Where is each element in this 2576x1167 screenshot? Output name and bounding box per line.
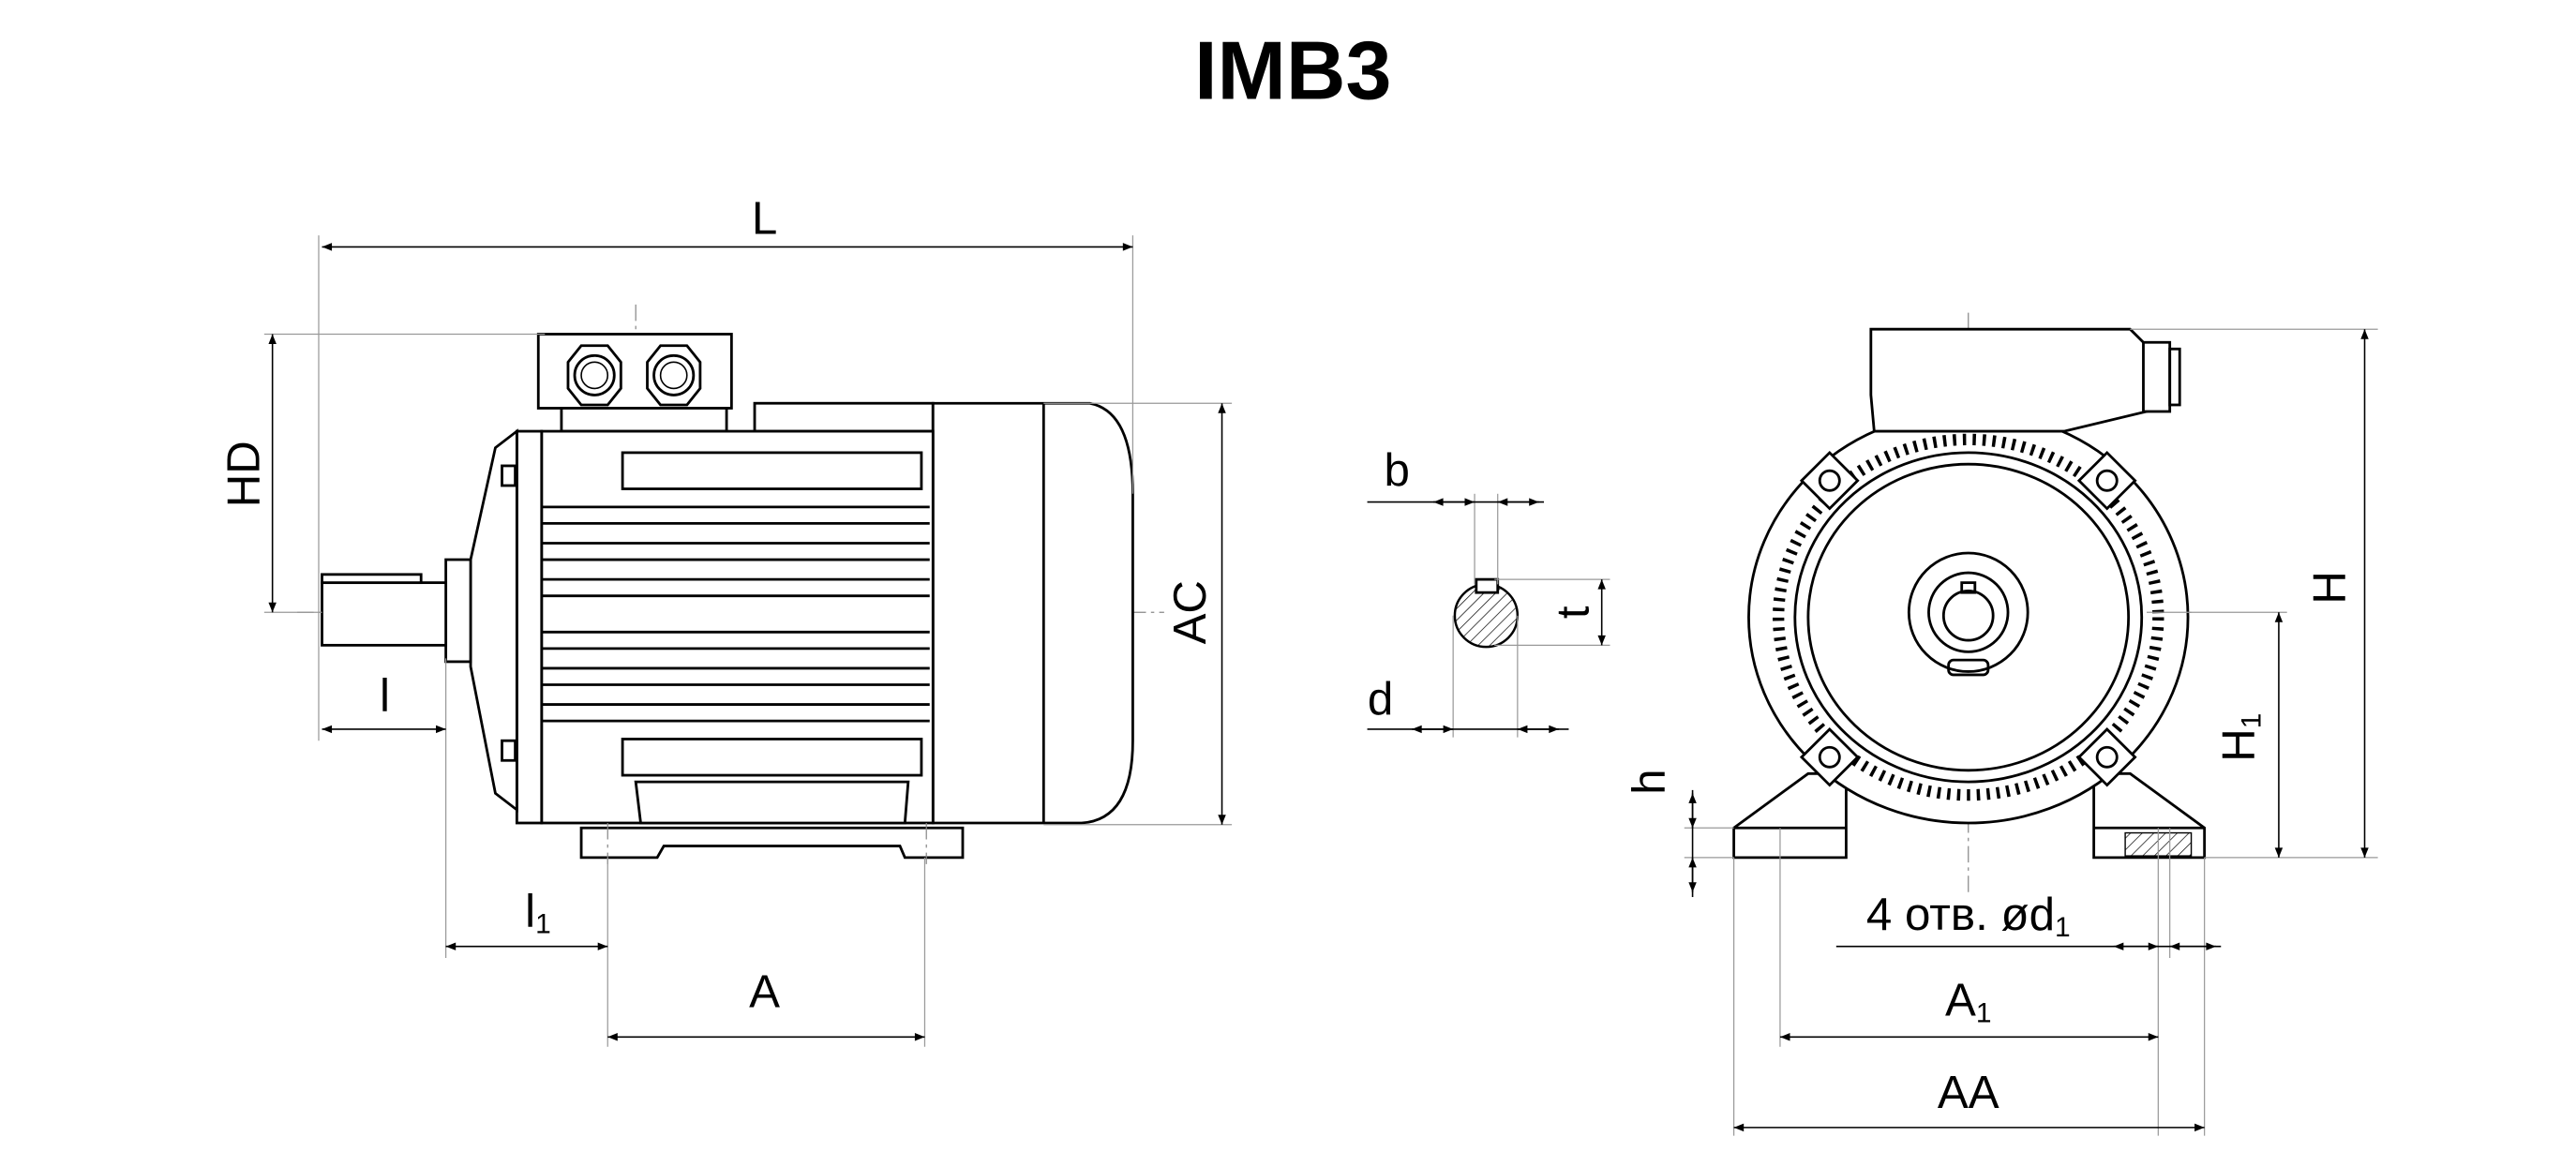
fan-cover	[931, 401, 1134, 825]
end-shield	[515, 429, 544, 825]
label-A: A	[749, 966, 780, 1018]
label-l1: l1	[525, 886, 551, 940]
bolt-icon	[501, 464, 517, 487]
shaft-section: b t d	[1367, 444, 1610, 738]
label-d: d	[1368, 673, 1393, 725]
label-H: H	[2303, 571, 2355, 605]
bottom-slot	[621, 738, 923, 777]
label-t: t	[1548, 606, 1599, 619]
drawing-title: IMB3	[1194, 23, 1391, 116]
housing-step	[753, 401, 935, 433]
bolt-icon	[2076, 450, 2137, 511]
drain-slot	[1947, 658, 1990, 677]
bolt-icon	[2076, 726, 2137, 787]
side-view: L HD AC l l1 A	[217, 192, 1233, 1047]
nameplate-slot	[621, 451, 923, 490]
label-AC: AC	[1164, 580, 1216, 644]
shaft-key	[321, 573, 423, 585]
terminal-box	[1869, 327, 2149, 433]
motor-body	[540, 429, 935, 825]
label-h: h	[1624, 769, 1675, 794]
shaft-key-slot	[1960, 581, 1977, 594]
shaft-end	[1941, 589, 1995, 642]
base-plate	[579, 826, 965, 860]
bearing-hub-inner	[1927, 571, 2010, 653]
bolt-icon	[1799, 726, 1860, 787]
label-L: L	[752, 192, 777, 244]
finned-housing-inner	[1773, 433, 2164, 801]
bolt-icon	[501, 739, 517, 762]
end-shield-ring	[1793, 451, 2144, 784]
cable-gland-icon	[646, 344, 702, 407]
label-l: l	[380, 670, 390, 722]
bearing-cover	[469, 428, 518, 813]
label-holes-d1: 4 отв. ød1	[1866, 889, 2071, 943]
terminal-box-base	[560, 407, 728, 433]
label-AA: AA	[1938, 1067, 1999, 1118]
keyway	[1475, 577, 1500, 594]
shaft	[321, 581, 448, 647]
bearing-hub	[1907, 551, 2029, 673]
cable-gland-icon	[2142, 340, 2172, 413]
cooling-fins	[541, 505, 930, 723]
bolt-icon	[1799, 450, 1860, 511]
shaft-collar	[444, 558, 472, 664]
motor-foot	[634, 780, 910, 825]
end-shield-face	[1806, 462, 2131, 772]
left-foot	[1732, 771, 1848, 860]
cable-gland-icon	[566, 344, 622, 407]
label-b: b	[1385, 444, 1410, 496]
front-view: H H1 h 4 отв. ød1 A1 AA	[1624, 312, 2378, 1136]
cable-gland-icon	[2168, 347, 2181, 407]
label-H1: H1	[2212, 713, 2267, 762]
label-A1: A1	[1945, 975, 1992, 1029]
label-HD: HD	[217, 441, 269, 507]
